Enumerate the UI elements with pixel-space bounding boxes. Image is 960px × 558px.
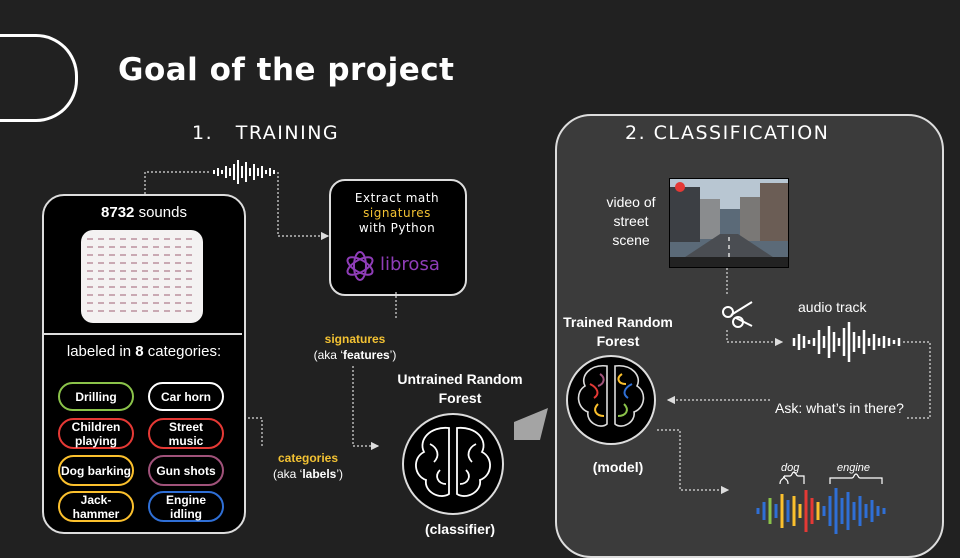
signatures-aka-prefix: (aka ‘ [313, 348, 343, 362]
connector-to-audio [726, 330, 784, 347]
street-video-thumbnail [669, 178, 789, 268]
categories-aka-prefix: (aka ‘ [272, 467, 303, 481]
trained-brain-icon [566, 355, 656, 445]
result-braces [779, 471, 883, 485]
untrained-forest-label: Untrained Random Forest [395, 370, 525, 408]
connector-model-to-result [657, 429, 730, 495]
signatures-aka-word: features [342, 348, 390, 362]
model-caption: (model) [592, 459, 644, 475]
classifier-caption: (classifier) [424, 521, 496, 537]
connector-dataset-to-wave [144, 171, 210, 194]
category-dog-barking: Dog barking [58, 455, 134, 486]
connector-wave-to-extract [277, 172, 330, 241]
dataset-thumbnail [81, 230, 203, 323]
ask-label: Ask: what’s in there? [775, 400, 904, 416]
category-jack-hammer: Jack-hammer [58, 491, 134, 522]
categories-aka-suffix: ’) [336, 467, 344, 481]
page-title: Goal of the project [118, 52, 455, 88]
training-number: 1. [192, 122, 214, 144]
untrained-line-2: Forest [438, 390, 482, 406]
labeled-prefix: labeled in [66, 343, 136, 360]
dataset-count: 8732 sounds [42, 204, 246, 221]
category-engine-idling: Engine idling [148, 491, 224, 522]
training-waveform-icon [213, 160, 275, 184]
audio-track-waveform-icon [792, 322, 901, 362]
video-line-3: scene [612, 232, 650, 248]
dog-label: dog [781, 462, 800, 474]
dotted-arrow-icon [514, 408, 548, 440]
training-heading: 1. TRAINING [192, 122, 339, 144]
dataset-divider [44, 333, 242, 335]
labeled-categories-line: labeled in 8 categories: [42, 343, 246, 360]
extract-box [329, 179, 467, 296]
category-drilling: Drilling [58, 382, 134, 411]
categories-label: categories (aka ‘labels’) [262, 450, 354, 482]
untrained-line-1: Untrained Random [397, 371, 523, 387]
untrained-brain-icon [402, 413, 504, 515]
librosa-logo-text: librosa [380, 254, 440, 275]
connector-audio-to-ask [903, 341, 931, 419]
extract-line-3: with Python [358, 221, 436, 235]
labeled-count: 8 [135, 343, 144, 360]
connector-dataset-to-categories [244, 417, 263, 446]
training-heading-text: TRAINING [235, 122, 340, 144]
result-waveform-icon [756, 488, 886, 534]
extract-text: Extract math signatures with Python [329, 191, 465, 236]
sound-count: 8732 [101, 204, 135, 221]
scissors-icon [722, 301, 753, 328]
category-gun-shots: Gun shots [148, 455, 224, 486]
extract-line-2: signatures [363, 206, 431, 220]
category-car-horn: Car horn [148, 382, 224, 411]
labeled-suffix: categories: [143, 343, 222, 360]
category-children-playing: Children playing [58, 418, 134, 449]
decorative-arc [0, 34, 78, 122]
category-street-music: Street music [148, 418, 224, 449]
classification-heading: 2. CLASSIFICATION [625, 122, 830, 144]
sound-count-suffix: sounds [134, 204, 187, 221]
librosa-logo-icon [346, 251, 374, 281]
video-line-2: street [613, 213, 649, 229]
trained-line-1: Trained Random [563, 314, 673, 330]
diagram-graphics [144, 160, 931, 534]
video-label: video of street scene [596, 193, 666, 250]
signatures-aka-suffix: ’) [389, 348, 397, 362]
categories-aka-word: labels [302, 467, 337, 481]
connector-signatures-to-forest [352, 366, 380, 451]
signatures-word: signatures [324, 332, 386, 346]
signatures-label: signatures (aka ‘features’) [305, 331, 405, 363]
audio-track-label: audio track [798, 299, 867, 315]
trained-forest-label: Trained Random Forest [558, 313, 678, 351]
engine-label: engine [837, 462, 871, 474]
categories-word: categories [277, 451, 339, 465]
video-line-1: video of [606, 194, 656, 210]
extract-line-1: Extract math [354, 191, 440, 205]
trained-line-2: Forest [596, 333, 640, 349]
